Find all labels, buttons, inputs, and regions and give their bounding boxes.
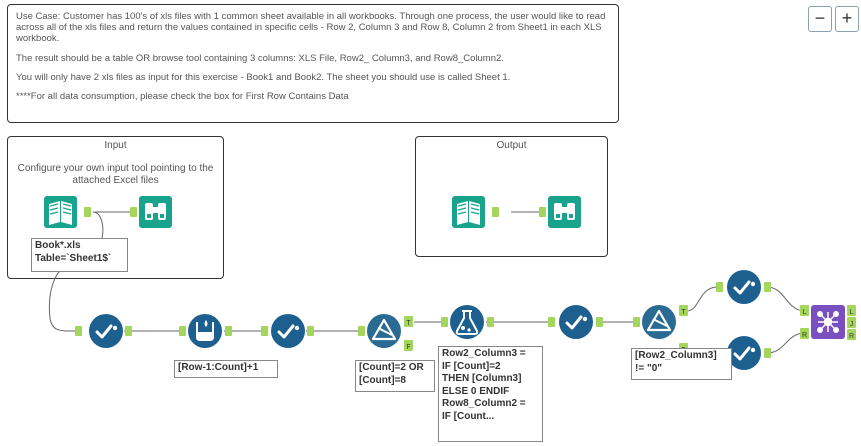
annotation-filter2-line1: [Row2_Column3] xyxy=(635,350,717,361)
annotation-filter1-line2: [Count]=8 xyxy=(359,374,406,386)
description-use-case: Use Case: Customer has 100's of xls file… xyxy=(16,11,606,45)
connector-input-to-select1 xyxy=(48,211,104,332)
annotation-formula-line1: Row2_Column3 = xyxy=(442,348,526,359)
filter1-false-anchor xyxy=(404,340,413,351)
browse-tool-input-anchor xyxy=(130,207,137,217)
annotation-formula-line6: IF [Count... xyxy=(442,410,495,422)
annotation-formula-line2: IF [Count]=2 xyxy=(442,360,501,372)
browse-tool-input[interactable] xyxy=(130,196,172,228)
join-right-input-anchor xyxy=(800,328,809,339)
join-right-output-label: R xyxy=(849,333,854,340)
filter2-true-anchor xyxy=(679,305,688,316)
join-left-output-label: L xyxy=(850,309,854,316)
output-input-data-tool[interactable] xyxy=(452,196,499,228)
input-container-description: Configure your own input tool pointing t… xyxy=(17,163,214,186)
join-left-input-label: L xyxy=(803,309,807,316)
input-container-title: Input xyxy=(104,140,127,151)
annotation-formula-line5: Row8_Column2 = xyxy=(442,398,526,409)
filter1-true-anchor xyxy=(404,316,413,327)
select-tool-2[interactable] xyxy=(261,314,314,348)
join-left-output-anchor xyxy=(847,305,856,316)
multirow-annotation[interactable]: [Row-1:Count]+1 xyxy=(174,360,278,378)
output-browse-tool[interactable] xyxy=(539,196,581,228)
join-join-output-anchor xyxy=(847,317,856,328)
annotation-filter1-line1: [Count]=2 OR xyxy=(359,362,424,373)
filter-tool-2[interactable]: T F xyxy=(633,305,688,354)
annotation-table-name: Table=`Sheet1$` xyxy=(35,252,112,264)
join-join-output-label: J xyxy=(850,321,854,328)
annotation-file-pattern: Book*.xls xyxy=(35,240,81,251)
join-icon xyxy=(817,311,839,333)
join-left-input-anchor xyxy=(800,305,809,316)
select-tool-4[interactable] xyxy=(716,270,771,304)
annotation-formula-line3: THEN [Column3] xyxy=(442,373,522,384)
input-data-tool[interactable] xyxy=(44,196,91,228)
output-container-title: Output xyxy=(496,140,527,151)
join-tool[interactable]: L R L J R xyxy=(800,305,856,340)
select-tool-1[interactable] xyxy=(75,314,132,348)
filter1-false-label: F xyxy=(406,344,410,351)
connector-filter2-true-to-select4 xyxy=(686,286,719,312)
filter1-true-label: T xyxy=(406,320,411,327)
input-tool-annotation[interactable]: Book*.xls Table=`Sheet1$` xyxy=(31,238,128,272)
zoom-in-button[interactable]: + xyxy=(835,6,859,32)
zoom-out-button[interactable]: − xyxy=(808,6,832,32)
select-tool-3[interactable] xyxy=(548,305,603,339)
join-right-input-label: R xyxy=(802,332,807,339)
description-inputs: You will only have 2 xls files as input … xyxy=(16,71,511,83)
connector-select5-to-join-right xyxy=(766,332,805,354)
formula-tool[interactable] xyxy=(441,305,494,339)
input-tool-output-anchor xyxy=(84,207,91,217)
connector-select4-to-join-left xyxy=(766,286,805,312)
filter2-true-label: T xyxy=(681,309,686,316)
filter1-annotation[interactable]: [Count]=2 OR [Count]=8 xyxy=(355,360,435,392)
description-text-box[interactable]: Use Case: Customer has 100's of xls file… xyxy=(7,4,619,123)
multi-row-formula-tool[interactable] xyxy=(179,314,232,348)
filter2-annotation[interactable]: [Row2_Column3] != "0" xyxy=(631,348,732,380)
annotation-filter2-line2: != "0" xyxy=(635,362,662,374)
description-result: The result should be a table OR browse t… xyxy=(16,52,504,64)
annotation-formula-line4: ELSE 0 ENDIF xyxy=(442,385,510,397)
filter-tool-1[interactable]: T F xyxy=(358,314,413,351)
description-note: ****For all data consumption, please che… xyxy=(16,91,349,103)
formula-annotation[interactable]: Row2_Column3 = IF [Count]=2 THEN [Column… xyxy=(438,346,543,442)
join-right-output-anchor xyxy=(847,329,856,340)
annotation-multirow-expression: [Row-1:Count]+1 xyxy=(178,362,259,373)
